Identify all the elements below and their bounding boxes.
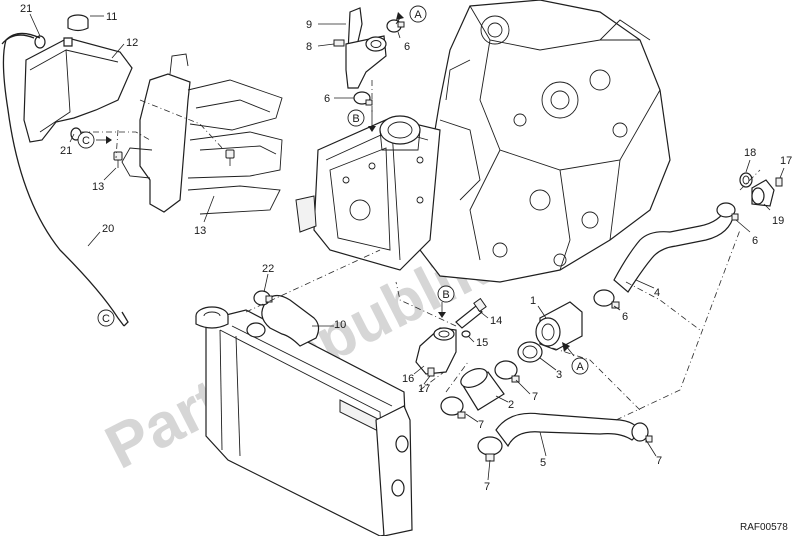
callout-17a: 17 [780, 155, 792, 167]
assembly-line-6 [539, 343, 641, 411]
assembly-line-1 [80, 131, 151, 141]
hose-clamp-7d [631, 422, 653, 443]
arrow-icon-b2 [438, 302, 446, 318]
clamp-3 [517, 341, 543, 363]
screw-13b [225, 149, 235, 166]
callout-8: 8 [306, 41, 312, 53]
hose-clamp-7c [477, 436, 503, 462]
coolant-hose-10 [246, 294, 320, 347]
assembly-line-3 [115, 129, 119, 159]
reference-marker-b1: B [347, 109, 365, 127]
assembly-line-7 [625, 281, 701, 331]
overflow-hose-inner [1, 34, 35, 45]
screw-13a [113, 151, 123, 168]
reference-marker-c1: C [77, 131, 95, 149]
callout-15: 15 [476, 337, 488, 349]
callout-3: 3 [556, 369, 562, 381]
callout-7c: 7 [484, 481, 490, 493]
svg-text:A: A [576, 361, 584, 373]
hose-clamp-7a [494, 360, 520, 383]
expansion-tank [23, 37, 133, 143]
intake-port [379, 115, 421, 151]
arrow-icon-b1 [368, 110, 376, 132]
svg-text:C: C [82, 135, 90, 147]
callout-13b: 13 [194, 225, 206, 237]
callout-6c: 6 [752, 235, 758, 247]
overflow-hose-end [121, 311, 129, 327]
callout-leaders [29, 13, 785, 481]
callout-9: 9 [306, 19, 312, 31]
washer-15 [461, 330, 471, 338]
tank-filler-neck [63, 37, 73, 47]
assembly-line-9 [739, 169, 761, 191]
callout-6a: 6 [404, 41, 410, 53]
callout-18: 18 [744, 147, 756, 159]
callout-22: 22 [262, 263, 274, 275]
engine-block [409, 0, 671, 283]
callout-1: 1 [530, 295, 536, 307]
reference-marker-a2: A [571, 357, 589, 375]
callout-7d: 7 [656, 455, 662, 467]
assembly-line-11 [419, 371, 445, 391]
assembly-line-5 [395, 281, 457, 327]
callout-21a: 21 [20, 3, 32, 15]
bolt-8 [333, 39, 345, 47]
callout-14: 14 [490, 315, 502, 327]
svg-text:B: B [442, 289, 449, 301]
callout-20: 20 [102, 223, 114, 235]
callout-13a: 13 [92, 181, 104, 193]
callout-12: 12 [126, 37, 138, 49]
callout-7a: 7 [532, 391, 538, 403]
arrow-icon-c1 [96, 136, 112, 144]
callout-11: 11 [106, 11, 117, 23]
callout-2: 2 [508, 399, 514, 411]
arrow-icon-a2 [562, 342, 575, 357]
svg-text:B: B [352, 113, 359, 125]
callout-6d: 6 [622, 311, 628, 323]
screw-17a [775, 177, 783, 187]
screw-17b [427, 367, 435, 377]
arrow-icon-a1 [395, 12, 404, 25]
callout-7b: 7 [478, 419, 484, 431]
thermostat-housing-16 [415, 327, 457, 375]
svg-text:C: C [102, 313, 110, 325]
hose-clamp-6b [353, 91, 373, 106]
frame-section [121, 53, 283, 215]
callout-10: 10 [334, 319, 346, 331]
callout-6b: 6 [324, 93, 330, 105]
temperature-sensor-14 [455, 297, 487, 329]
o-ring-18 [739, 172, 753, 188]
hose-clamp-6a [386, 19, 405, 33]
water-pump-1 [535, 301, 583, 351]
tank-cap [67, 14, 89, 32]
cylinder-head-cover [295, 117, 441, 271]
radiator [205, 309, 413, 537]
diagram-code: RAF00578 [740, 522, 788, 533]
radiator-cap [195, 306, 229, 329]
hose-clamp-22 [253, 290, 273, 306]
reference-marker-a1: A [409, 5, 427, 23]
callout-17b: 17 [418, 383, 430, 395]
assembly-line-12 [445, 361, 469, 393]
callout-16: 16 [402, 373, 414, 385]
hose-clamp-7b [440, 396, 466, 419]
callout-21b: 21 [60, 145, 72, 157]
outlet-fitting-19 [751, 179, 775, 207]
callout-5: 5 [540, 457, 546, 469]
reference-marker-c2: C [97, 309, 115, 327]
coolant-pipe-upper [345, 7, 387, 89]
svg-text:A: A [414, 9, 422, 21]
assembly-line-8 [615, 229, 741, 421]
hose-clamp-6c [716, 202, 739, 221]
hose-clamp-6d [593, 289, 620, 309]
callout-4: 4 [654, 287, 660, 299]
reference-marker-b2: B [437, 285, 455, 303]
callout-19: 19 [772, 215, 784, 227]
coolant-hose-5 [495, 412, 641, 448]
coolant-hose-2 [460, 368, 505, 411]
